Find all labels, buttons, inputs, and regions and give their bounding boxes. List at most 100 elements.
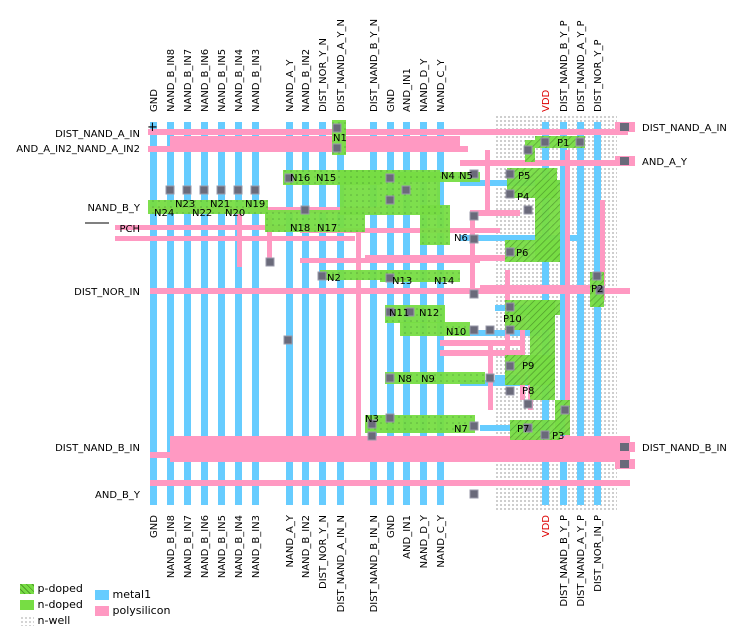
contact-38 <box>505 325 515 335</box>
transistor-label-p3: P3 <box>552 431 564 442</box>
contact-14 <box>469 169 479 179</box>
legend-metal1-label: metal1 <box>112 588 152 601</box>
metal1-rail-3 <box>201 122 208 505</box>
n-doped-swatch <box>20 600 34 610</box>
metal1-rail-5 <box>235 122 242 505</box>
bottom-column-label: NAND_D_Y <box>419 514 430 568</box>
legend-n-doped-label: n-doped <box>37 598 83 611</box>
n-diffusion-10 <box>385 372 485 384</box>
contact-45 <box>592 271 602 281</box>
contact-44 <box>540 430 550 440</box>
metal1-rail-9 <box>319 122 326 505</box>
transistor-label-p1: P1 <box>557 138 569 149</box>
top-column-label: DIST_NAND_A_Y_P <box>576 20 587 112</box>
legend-n-well: n-well <box>20 614 70 627</box>
p-diffusion-11 <box>555 400 570 435</box>
bottom-column-label: NAND_B_IN7 <box>183 515 194 578</box>
n-diffusion-1 <box>148 200 268 214</box>
contact-17 <box>469 289 479 299</box>
top-column-label: DIST_NAND_B_Y_N <box>369 19 380 112</box>
poly-v-0 <box>237 207 242 267</box>
bottom-column-label: NAND_C_Y <box>436 514 447 567</box>
contact-10 <box>332 143 342 153</box>
poly-h-16 <box>440 340 520 346</box>
poly-h-0 <box>148 129 628 135</box>
left-row-label: DIST_NOR_IN <box>74 287 140 298</box>
left-row-label: AND_B_Y <box>95 490 141 501</box>
poly-h-18 <box>300 258 480 263</box>
transistor-label-p6: P6 <box>516 248 528 259</box>
legend-n-doped: n-doped <box>20 598 83 611</box>
contact-0 <box>165 185 175 195</box>
polysilicon-swatch <box>95 606 109 616</box>
pin-contact-1 <box>620 157 629 165</box>
contact-15 <box>469 211 479 221</box>
legend-polysilicon-label: polysilicon <box>112 604 171 617</box>
n-diffusion-6 <box>420 205 450 245</box>
transistor-label-n22: N22 <box>192 208 212 219</box>
transistor-label-n11: N11 <box>389 308 409 319</box>
transistor-label-p5: P5 <box>518 171 530 182</box>
poly-v-7 <box>565 150 570 450</box>
contact-12 <box>385 195 395 205</box>
transistor-label-n20: N20 <box>225 208 245 219</box>
contact-25 <box>385 413 395 423</box>
metal1-rail-2 <box>184 122 191 505</box>
transistor-label-n3: N3 <box>365 414 379 425</box>
bottom-column-label: DIST_NAND_A_Y_P <box>576 515 587 607</box>
legend-n-well-label: n-well <box>37 614 71 627</box>
pin-contact-3 <box>620 460 629 468</box>
top-column-label: NAND_B_IN5 <box>217 49 228 112</box>
n-diffusion-3 <box>265 210 365 232</box>
contact-36 <box>523 205 533 215</box>
bottom-column-label: DIST_NAND_B_IN_N <box>369 515 380 612</box>
n-diffusion-12 <box>320 270 410 280</box>
transistor-label-n16: N16 <box>290 173 310 184</box>
poly-h-1 <box>148 146 468 152</box>
left-row-label: PCH <box>119 224 140 235</box>
metal1-rail-0 <box>150 122 157 505</box>
transistor-label-n13: N13 <box>392 276 412 287</box>
p-diffusion-4 <box>505 240 560 262</box>
bottom-column-label: NAND_B_IN2 <box>301 515 312 578</box>
top-column-label: NAND_B_IN6 <box>200 49 211 112</box>
pin-contact-0 <box>620 123 629 131</box>
bottom-column-label: NAND_B_IN4 <box>234 515 245 578</box>
contact-2 <box>199 185 209 195</box>
metal1-rail-10 <box>337 122 344 505</box>
top-column-label: VDD <box>541 89 552 112</box>
contact-22 <box>469 325 479 335</box>
metal1-strap-3 <box>460 330 540 336</box>
transistor-label-n4: N4 <box>441 171 455 182</box>
top-column-label: NAND_B_IN2 <box>301 49 312 112</box>
contact-34 <box>505 189 515 199</box>
bottom-column-label: VDD <box>541 515 552 538</box>
contact-43 <box>560 405 570 415</box>
top-column-label: GND <box>386 89 397 112</box>
contact-3 <box>216 185 226 195</box>
contact-16 <box>469 234 479 244</box>
contact-29 <box>469 489 479 499</box>
metal1-rail-1 <box>167 122 174 505</box>
contact-9 <box>332 123 342 133</box>
top-column-label: NAND_B_IN8 <box>166 49 177 112</box>
contact-48 <box>595 285 605 295</box>
transistor-label-p7: P7 <box>517 424 529 435</box>
poly-h-6 <box>115 225 285 230</box>
top-column-label: DIST_NAND_A_Y_N <box>336 19 347 112</box>
legend-polysilicon: polysilicon <box>95 604 170 617</box>
poly-v-4 <box>470 215 475 290</box>
transistor-label-p8: P8 <box>522 386 534 397</box>
transistor-label-n12: N12 <box>419 308 439 319</box>
transistor-label-n2: N2 <box>327 273 341 284</box>
top-column-label: NAND_B_IN3 <box>251 49 262 112</box>
bottom-column-label: NAND_B_IN6 <box>200 515 211 578</box>
legend-p-doped: p-doped <box>20 582 83 595</box>
transistor-label-n7: N7 <box>454 424 468 435</box>
n-diffusion-5 <box>380 172 480 182</box>
bottom-column-label: DIST_NAND_A_IN_N <box>336 515 347 612</box>
poly-h-9 <box>150 288 630 294</box>
p-doped-swatch <box>20 584 34 594</box>
legend: p-doped n-doped n-well metal1 polysilico… <box>20 580 220 630</box>
